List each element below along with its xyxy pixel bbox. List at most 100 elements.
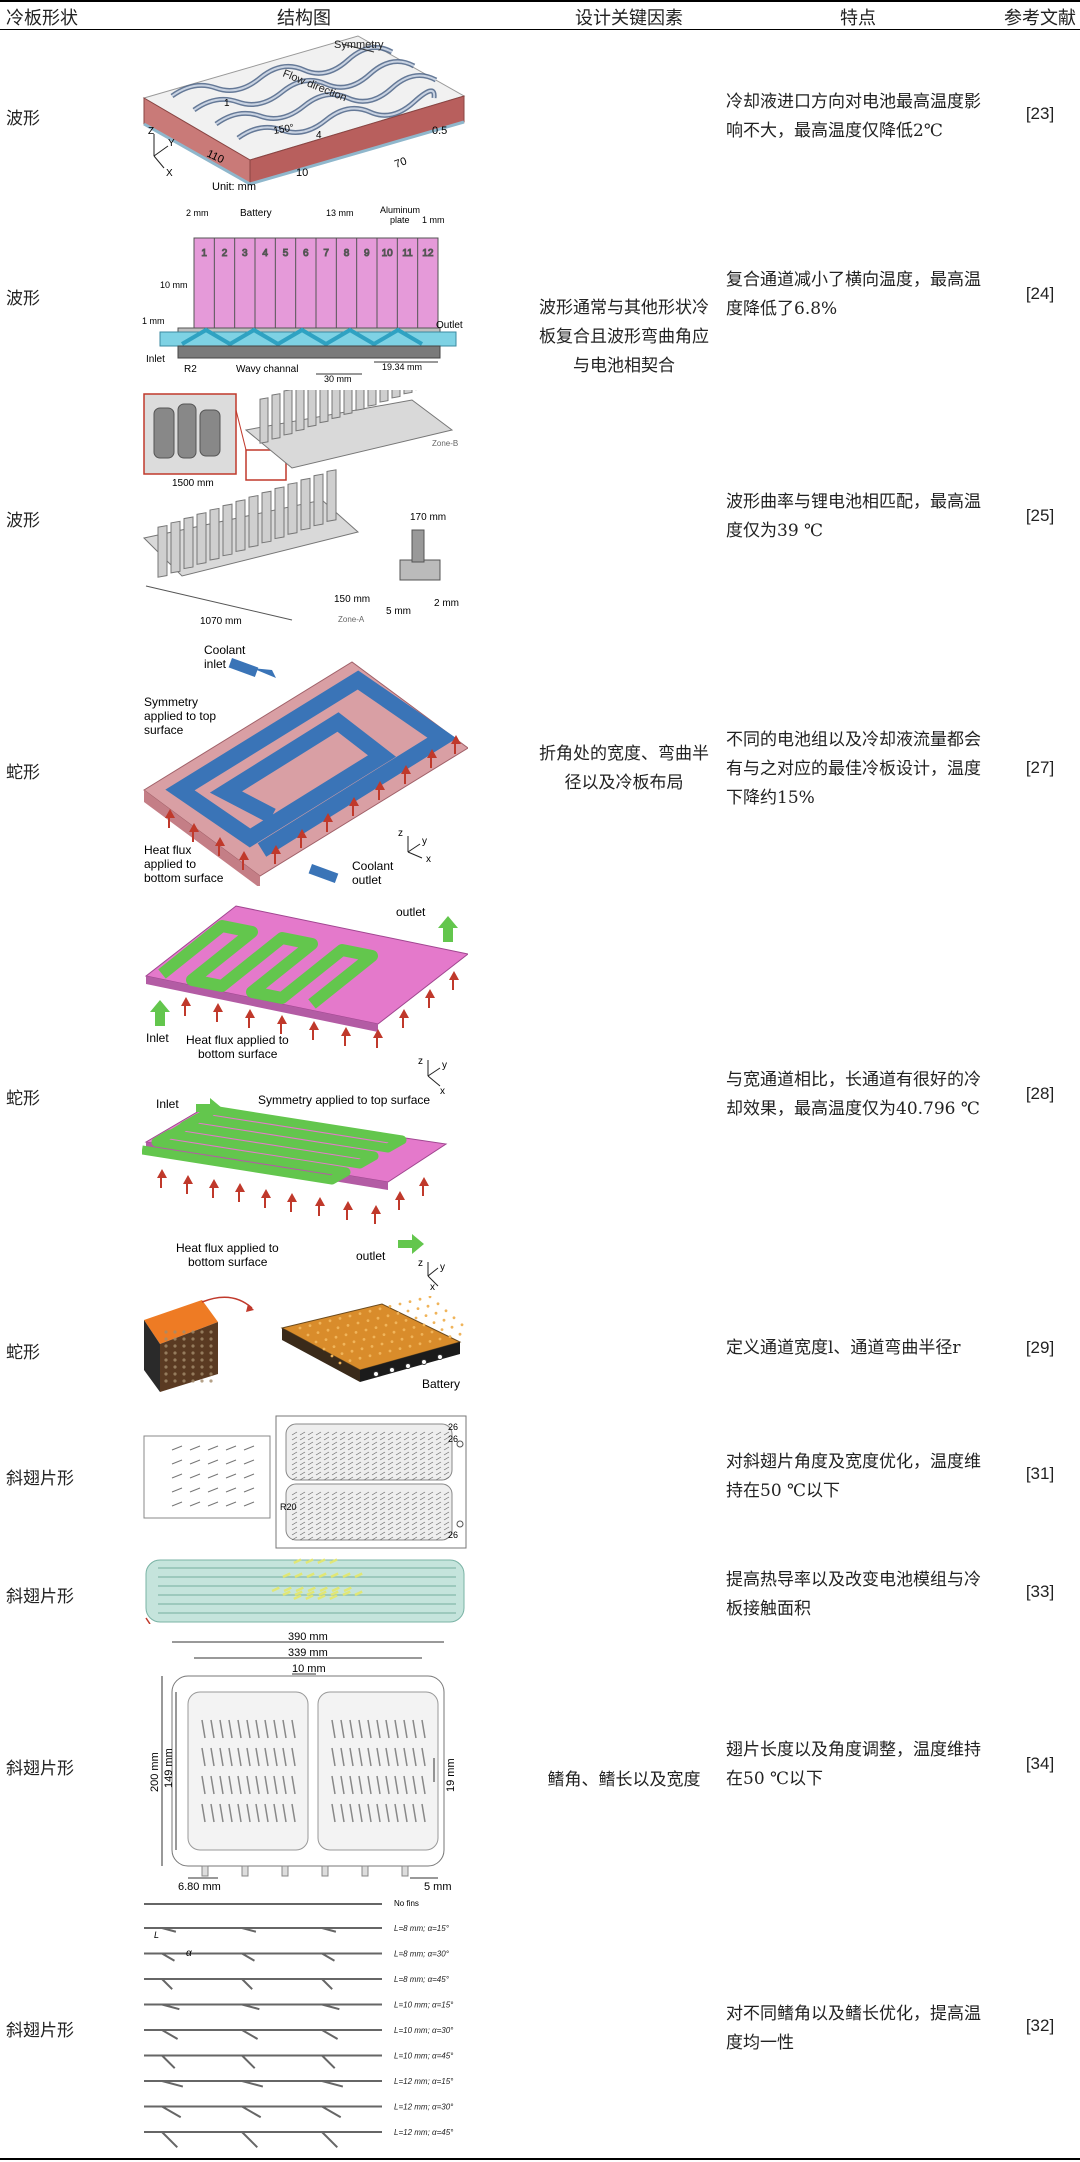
fin [330,1572,339,1579]
cell-dot [374,1326,378,1329]
fin [427,1501,434,1506]
row-features: 对不同鳍角以及鳍长优化，提高温度均一性 [726,2004,981,2053]
variant-label: L=10 mm; α=30° [394,2026,454,2035]
cell-dot [426,1304,430,1308]
header-features: 特点 [840,8,876,29]
cell-number: 1 [201,248,207,259]
cell-dot [434,1311,438,1315]
fin [421,1747,426,1767]
axis-z-label: z [418,1258,423,1269]
fin [435,1451,442,1456]
cell-dot [346,1324,350,1327]
fin [331,1501,338,1506]
fin [339,1521,346,1526]
cell-dot [191,1379,195,1383]
axis-y-label: y [442,1060,447,1071]
cell-dot [191,1330,195,1334]
fin [189,1487,201,1493]
fin [273,1775,278,1795]
fin [387,1536,394,1541]
tube [343,390,353,415]
label-dimension: 1 [224,98,230,109]
fin [291,1471,298,1476]
fin [354,1572,363,1579]
fin [307,1586,316,1593]
figure-oblique-fin-contour [142,1558,468,1624]
fin [443,1436,450,1441]
fin [243,1459,255,1465]
fin [299,1516,306,1521]
fin [371,1511,378,1516]
cell-number: 9 [364,248,370,259]
fin [201,1747,206,1767]
fin [299,1451,306,1456]
heat-flux-arrow [271,845,281,864]
fin [339,1496,346,1501]
fin [243,1487,255,1493]
fin [321,2003,340,2011]
fin [387,1501,394,1506]
cell-dot [376,1316,380,1320]
fin [376,1747,381,1767]
fin [419,1506,426,1511]
fin [403,1466,410,1471]
label-fin-angle: α [186,1948,192,1959]
fin [435,1466,442,1471]
fin [387,1476,394,1481]
cell-dot [442,1318,446,1322]
tube [261,490,272,544]
fin [306,1590,315,1597]
fin [340,1747,345,1767]
cell-dot [326,1328,330,1332]
fin [355,1521,362,1526]
cell-dot [314,1340,318,1344]
figure-serpentine-battery-pack: Battery [142,1296,468,1396]
fin [411,1521,418,1526]
fin [210,1747,215,1767]
cell-dot [209,1344,213,1348]
label-dimension: 150 mm [334,594,370,605]
heat-flux-arrow [239,851,249,870]
fin [299,1476,306,1481]
fin [419,1531,426,1536]
cell-dot [364,1328,368,1332]
fin [427,1471,434,1476]
tube [391,390,401,399]
heat-flux-arrow [451,735,461,754]
fin [339,1511,346,1516]
row-features: 提高热导率以及改变电池模组与冷板接触面积 [726,1570,981,1619]
fin [339,1516,346,1521]
label-dimension: 1070 mm [200,616,242,627]
fin [282,1572,291,1579]
fin [241,2080,264,2088]
fin [387,1516,394,1521]
cell-dot [428,1340,432,1343]
fin [293,1594,302,1601]
row-shape: 斜翅片形 [6,1469,74,1489]
fin [443,1466,450,1471]
cell-dot [366,1319,370,1322]
fin [339,1446,346,1451]
cell-dot [173,1372,177,1376]
heat-flux-arrow [189,823,199,842]
heat-flux-arrow [235,1183,245,1202]
fin [307,1471,314,1476]
fin [363,1496,370,1501]
heat-flux-arrow [277,1015,287,1034]
fin [427,1451,434,1456]
variant-label: L=8 mm; α=15° [394,1924,450,1933]
cell-dot [412,1326,416,1329]
cell-dot [173,1365,177,1369]
fin [331,1803,336,1823]
fin [161,1952,175,1962]
fin [411,1431,418,1436]
fin [435,1536,442,1541]
fin [299,1506,306,1511]
fin [305,1558,314,1565]
label-symmetry: surface [144,723,184,737]
fin [363,1506,370,1511]
fin [283,1586,292,1593]
fin [411,1461,418,1466]
fin [340,1803,345,1823]
heat-flux-arrow [419,1177,429,1196]
